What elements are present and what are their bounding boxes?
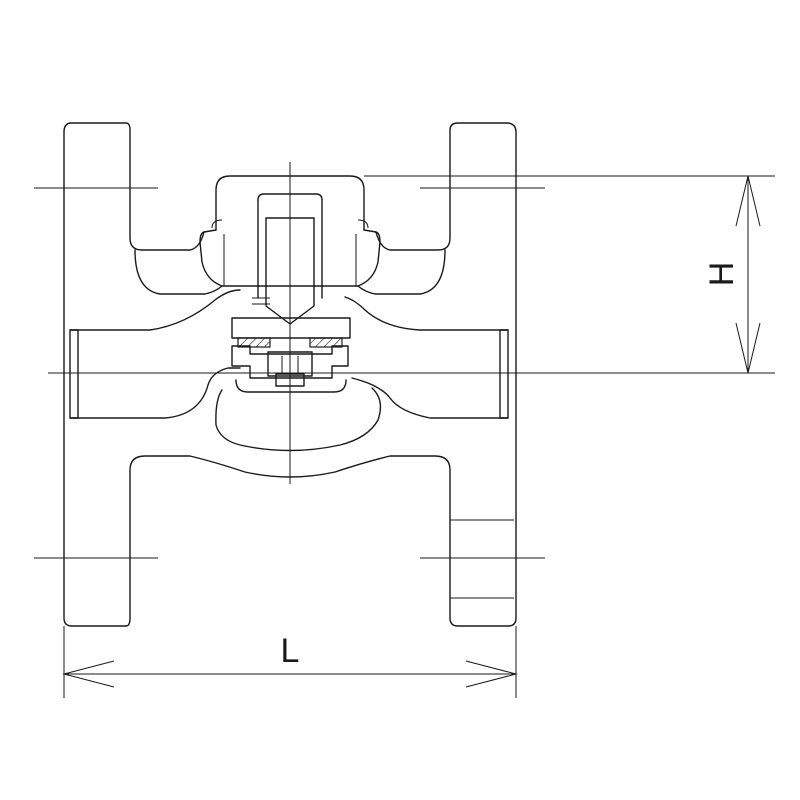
center-lines [34, 162, 775, 559]
height-label: H [703, 262, 741, 287]
length-dimension [62, 626, 518, 698]
bore-openings [69, 329, 514, 599]
length-label: L [281, 632, 300, 670]
left-flange [63, 122, 517, 627]
height-dimension [364, 175, 775, 374]
valve-body [69, 175, 509, 452]
stem-assembly [231, 193, 351, 393]
